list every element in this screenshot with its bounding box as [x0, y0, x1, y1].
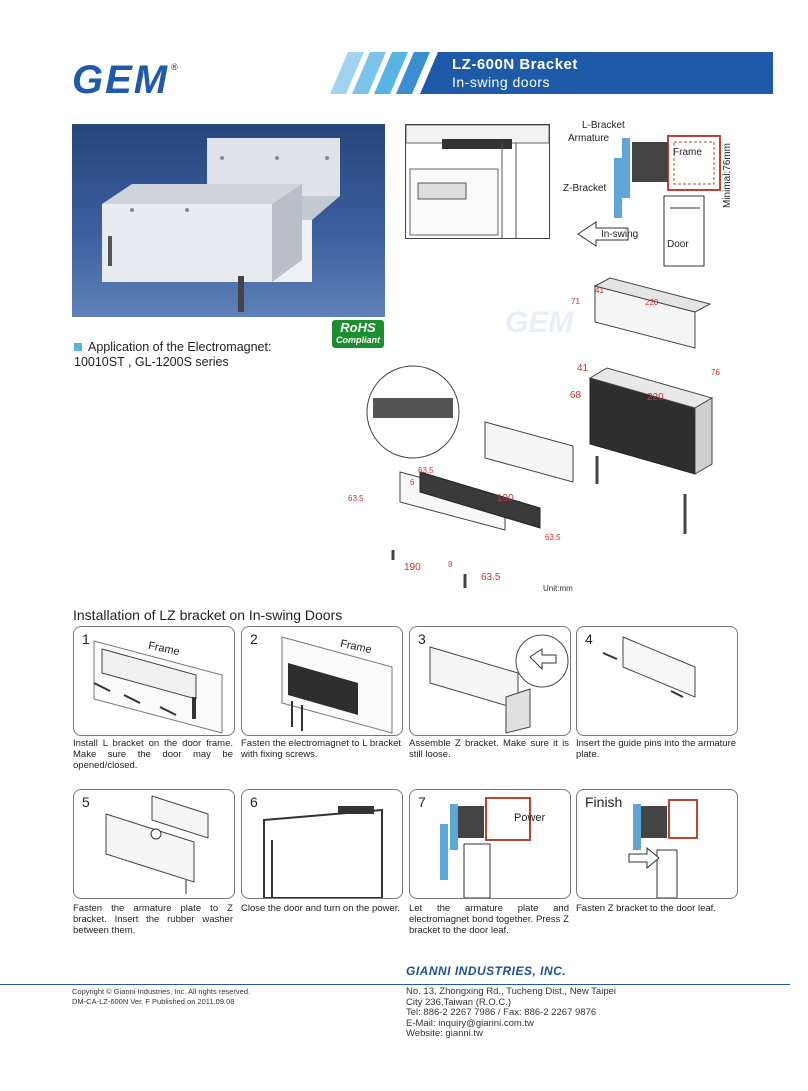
- rohs-badge: RoHS Compliant: [332, 320, 384, 348]
- dim-190-z: 190: [404, 562, 421, 573]
- step-number: 7: [418, 794, 426, 810]
- in-swing-label: In-swing: [601, 229, 639, 240]
- page-subtitle: In-swing doors: [452, 74, 551, 90]
- dim-63-5-c: 63.5: [545, 533, 561, 542]
- step-6-illustration: [263, 806, 383, 898]
- dim-220-magnet: 220: [647, 392, 664, 403]
- door-label: Door: [667, 239, 689, 250]
- step-4-illustration: [602, 636, 696, 698]
- company-name: GIANNI INDUSTRIES, INC.: [406, 964, 567, 978]
- step-1-illustration: [93, 640, 223, 734]
- logo-text: GEM: [72, 58, 170, 102]
- step-3-illustration: [429, 634, 569, 734]
- step-number: 1: [82, 631, 90, 647]
- step-finish-caption: Fasten Z bracket to the door leaf.: [576, 903, 716, 914]
- rohs-compliant-text: Compliant: [336, 335, 380, 345]
- z-bracket-label: Z-Bracket: [563, 183, 607, 194]
- unit-label: Unit:mm: [543, 584, 573, 593]
- gem-logo: GEM®: [72, 58, 178, 103]
- step-3-panel: 3: [409, 626, 571, 736]
- title-banner: LZ-600N Bracket In-swing doors: [330, 52, 773, 94]
- armature-label: Armature: [568, 133, 610, 144]
- application-line-2: 10010ST , GL-1200S series: [74, 355, 229, 369]
- step-3-caption: Assemble Z bracket. Make sure it is stil…: [409, 738, 569, 760]
- dim-63-5-a: 63.5: [418, 466, 434, 475]
- door-inset-drawing: [405, 124, 550, 239]
- dim-63-5-d: 63.5: [481, 572, 501, 583]
- step-1-caption: Install L bracket on the door frame. Mak…: [73, 738, 233, 771]
- address-line-1: No. 13, Zhongxing Rd., Tucheng Dist., Ne…: [406, 986, 616, 997]
- step-7-panel: 7 Power: [409, 789, 571, 899]
- dim-220-top: 220: [645, 298, 659, 307]
- step-finish-illustration: [628, 799, 698, 898]
- step-finish-panel: Finish: [576, 789, 738, 899]
- l-bracket-label: L-Bracket: [582, 120, 625, 131]
- dim-190-armature: 190: [497, 493, 514, 504]
- phone-fax: Tel: 886-2 2267 7986 / Fax: 886-2 2267 9…: [406, 1007, 597, 1018]
- page-title: LZ-600N Bracket: [452, 56, 578, 73]
- step-4-caption: Insert the guide pins into the armature …: [576, 738, 737, 760]
- step-number: 5: [82, 794, 90, 810]
- svg-text:GEM: GEM: [505, 306, 574, 339]
- exploded-assembly-diagram: GEM: [366, 277, 714, 588]
- rohs-text: RoHS: [340, 320, 376, 335]
- frame-label: Frame: [673, 147, 702, 158]
- step-5-illustration: [105, 795, 209, 894]
- power-label: Power: [514, 812, 546, 824]
- registered-mark: ®: [171, 62, 180, 72]
- step-number: Finish: [585, 794, 623, 810]
- dim-63-5-b: 63.5: [348, 494, 364, 503]
- address-line-2: City 236,Taiwan (R.O.C.): [406, 996, 512, 1008]
- door-inset-illustration: [405, 124, 550, 238]
- dim-68: 68: [570, 390, 582, 401]
- cross-section-diagram: [577, 135, 721, 267]
- step-number: 6: [250, 794, 258, 810]
- website-link[interactable]: Website: gianni.tw: [406, 1028, 483, 1039]
- dim-41-top: 41: [595, 286, 604, 295]
- step-2-panel: 2 Frame: [241, 626, 403, 736]
- banner-stripes: [330, 52, 773, 94]
- copyright-block: Copyright © Gianni Industries, Inc. All …: [72, 987, 250, 1007]
- step-7-illustration: [440, 797, 531, 898]
- step-2-illustration: [281, 636, 393, 734]
- step-5-caption: Fasten the armature plate to Z bracket. …: [73, 903, 233, 936]
- application-line-1: Application of the Electromagnet:: [88, 340, 272, 354]
- bracket-photo-illustration: [102, 138, 340, 312]
- minimal-label: Minimal:76mm: [722, 142, 733, 208]
- dim-71: 71: [571, 297, 580, 306]
- copyright-text: Copyright © Gianni Industries, Inc. All …: [72, 987, 251, 996]
- bullet-square-icon: [74, 343, 82, 351]
- footer-divider: [0, 984, 790, 985]
- step-number: 3: [418, 631, 426, 647]
- step-4-panel: 4: [576, 626, 738, 736]
- dim-41-magnet: 41: [577, 363, 589, 374]
- step-6-caption: Close the door and turn on the power.: [241, 903, 400, 914]
- document-id: DM-CA-LZ-600N Ver. F Published on 2011.0…: [72, 997, 235, 1006]
- step-6-panel: 6: [241, 789, 403, 899]
- step-number: 2: [250, 631, 258, 647]
- dim-76: 76: [711, 368, 720, 377]
- address-block: No. 13, Zhongxing Rd., Tucheng Dist., Ne…: [406, 986, 616, 1040]
- dim-6: 6: [410, 478, 415, 487]
- step-1-panel: 1 Frame: [73, 626, 235, 736]
- dim-8: 8: [448, 560, 453, 569]
- product-photo: [72, 124, 385, 317]
- installation-section-title: Installation of LZ bracket on In-swing D…: [73, 607, 343, 623]
- step-5-panel: 5: [73, 789, 235, 899]
- application-note: Application of the Electromagnet: 10010S…: [74, 340, 271, 370]
- step-number: 4: [585, 631, 593, 647]
- email-link[interactable]: E-Mail: inquiry@gianni.com.tw: [406, 1017, 534, 1029]
- step-7-caption: Let the armature plate and electromagnet…: [409, 903, 569, 936]
- step-2-caption: Fasten the electromagnet to L bracket wi…: [241, 738, 401, 760]
